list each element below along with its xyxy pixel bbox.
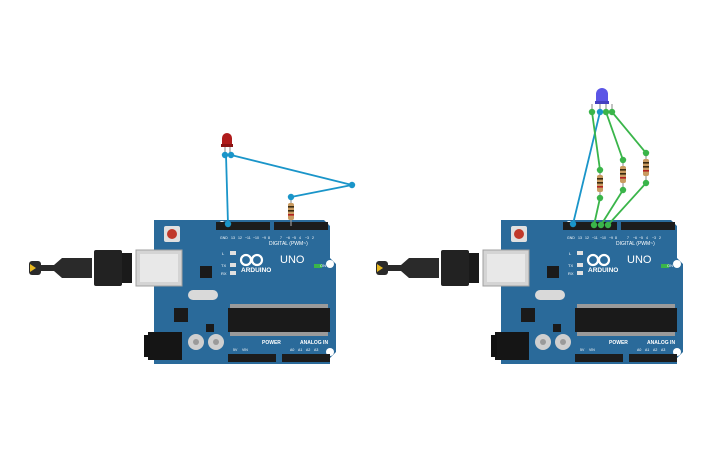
board-left-rx-label: RX [221,271,227,276]
wire-node[interactable] [642,179,650,187]
wire-node[interactable] [596,166,604,174]
wire-node[interactable] [224,220,232,228]
resistor-right-1[interactable] [597,170,603,198]
right-circuit [569,88,650,229]
wire-led-to-junction[interactable] [230,154,353,186]
wire-node[interactable] [602,108,610,116]
board-right-pin13-label: 13 [578,236,582,240]
board-left-a3-label: A3 [314,348,318,352]
board-right-power-label: POWER [609,340,628,346]
board-left-pin2-label: 2 [312,236,314,240]
wire-node[interactable] [619,156,627,164]
board-left-pin6-label: ~6 [286,236,290,240]
board-right-pin5-label: ~5 [639,236,643,240]
board-right-rx-label: RX [568,271,574,276]
led-red[interactable] [221,133,233,155]
wire-node[interactable] [597,221,605,229]
wire-rgb-blue[interactable] [611,111,647,154]
board-left-a2-label: A2 [306,348,310,352]
board-left-tx-label: TX [221,263,226,268]
wire-rgb-green[interactable] [605,111,624,161]
wire-rgb-gnd[interactable] [572,111,601,225]
board-right-a0-label: A0 [637,348,641,352]
board-right-analog-label: ANALOG IN [647,340,675,346]
resistor-right-3[interactable] [643,153,649,183]
board-left-power-label: POWER [262,340,281,346]
board-right-on-label: ON [667,263,673,268]
board-right-pin7-label: 7 [627,236,629,240]
wire-res2-to-pin[interactable] [600,189,624,226]
board-left-pin8-label: 8 [268,236,270,240]
board-right-pin12-label: 12 [585,236,589,240]
wire-node[interactable] [608,108,616,116]
board-right-pin4-label: 4 [646,236,648,240]
wire-node[interactable] [604,221,612,229]
board-right-a2-label: A2 [653,348,657,352]
wire-node[interactable] [348,181,356,189]
board-right-pin3-label: ~3 [652,236,656,240]
board-right-5v-label: 5V [580,348,585,352]
wire-node[interactable] [642,149,650,157]
board-left-digital-label: DIGITAL (PWM~) [269,241,308,247]
board-left-a0-label: A0 [290,348,294,352]
left-circuit [221,133,356,228]
board-right-pin10-label: ~10 [600,236,606,240]
wire-res1-to-pin[interactable] [593,197,601,226]
board-right-tx-label: TX [568,263,573,268]
board-left-pin5-label: ~5 [292,236,296,240]
board-right-a3-label: A3 [661,348,665,352]
board-left-pin4-label: 4 [299,236,301,240]
board-left-brand: ARDUINO [241,267,271,274]
board-left-a1-label: A1 [298,348,302,352]
board-right-l-label: L [569,251,572,256]
board-left-pin3-label: ~3 [305,236,309,240]
board-right-digital-label: DIGITAL (PWM~) [616,241,655,247]
wire-node[interactable] [221,151,229,159]
wire-node[interactable] [596,194,604,202]
wire-node[interactable] [619,186,627,194]
resistor-left[interactable] [288,197,294,226]
wire-node[interactable] [596,108,604,116]
wire-node[interactable] [590,221,598,229]
wire-node[interactable] [588,108,596,116]
board-left-on-label: ON [320,263,326,268]
board-right-pin6-label: ~6 [633,236,637,240]
board-right-brand: ARDUINO [588,267,618,274]
board-left-pin9-label: ~9 [262,236,266,240]
board-right-a1-label: A1 [645,348,649,352]
board-right-labels: ARDUINO UNO DIGITAL (PWM~) POWER ANALOG … [567,236,675,352]
wire-res3-to-pin[interactable] [607,182,647,226]
board-right-pin8-label: 8 [615,236,617,240]
wire-node[interactable] [569,220,577,228]
resistor-right-2[interactable] [620,160,626,190]
board-left-l-label: L [222,251,225,256]
wire-node[interactable] [287,193,295,201]
board-left-labels: ARDUINO UNO DIGITAL (PWM~) POWER ANALOG … [220,236,328,352]
wire-led-to-gnd[interactable] [225,154,229,225]
board-right-model: UNO [627,254,652,266]
board-right-pin2-label: 2 [659,236,661,240]
board-right-pin9-label: ~9 [609,236,613,240]
board-left-pin12-label: 12 [238,236,242,240]
wire-node[interactable] [227,151,235,159]
wire-junction-to-resistor[interactable] [290,184,353,198]
board-left-vin-label: VIN [242,348,248,352]
board-left-pin11-label: ~11 [245,236,251,240]
board-left-gnd-label: GND [220,236,228,240]
board-left-pin10-label: ~10 [253,236,259,240]
board-left-model: UNO [280,254,305,266]
board-left-pin13-label: 13 [231,236,235,240]
wire-rgb-red[interactable] [591,111,601,171]
board-right-pin11-label: ~11 [592,236,598,240]
board-left-5v-label: 5V [233,348,238,352]
board-left-analog-label: ANALOG IN [300,340,328,346]
board-right-gnd-label: GND [567,236,575,240]
led-rgb[interactable] [591,88,613,112]
board-left-pin7-label: 7 [280,236,282,240]
board-right-vin-label: VIN [589,348,595,352]
